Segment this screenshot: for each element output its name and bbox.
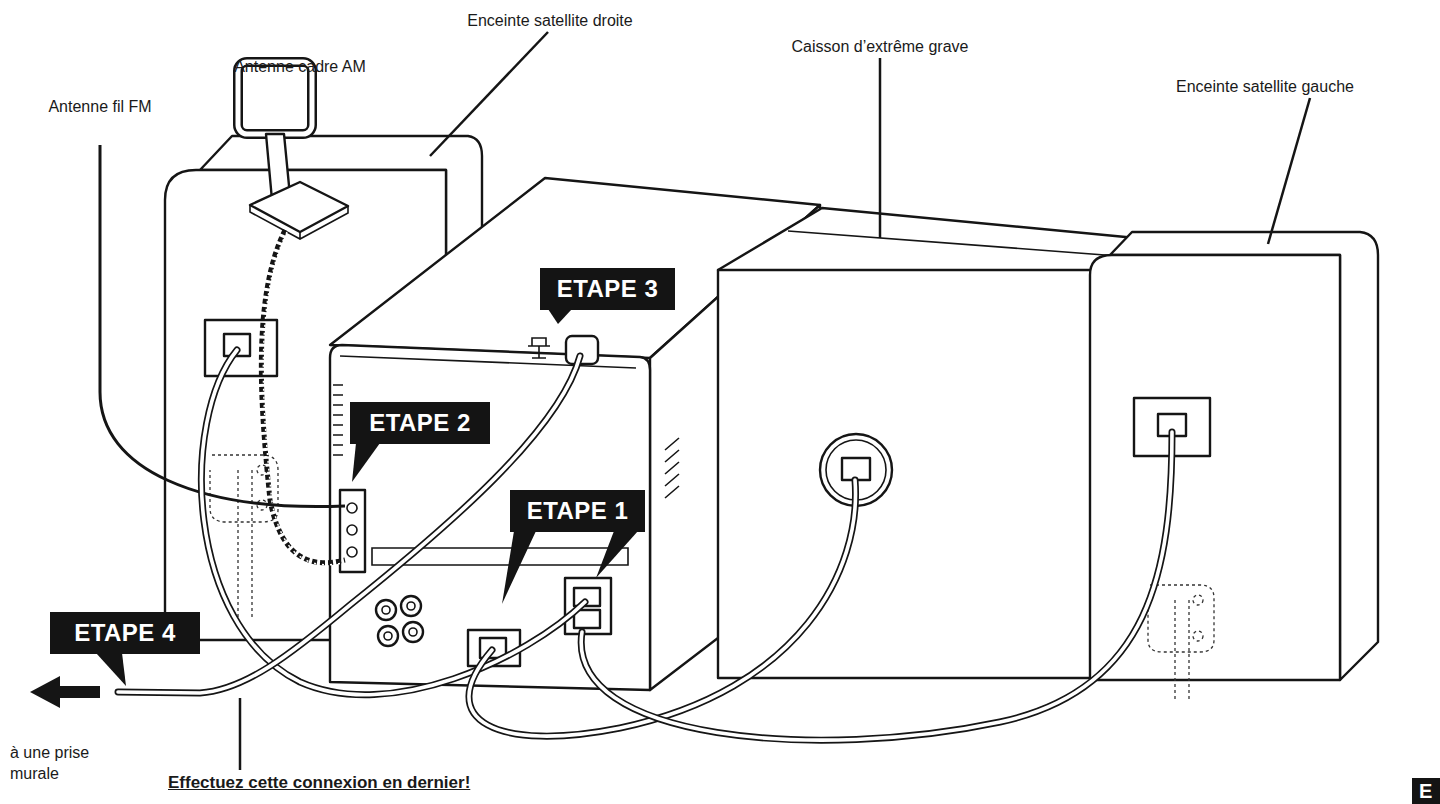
tag-pointer: [502, 531, 536, 604]
step-tag: ETAPE 3: [540, 268, 675, 310]
speaker-cable: [581, 432, 1172, 740]
step-tag: ETAPE 4: [50, 612, 200, 654]
callout-label: Enceinte satellite droite: [440, 10, 660, 31]
wall-outlet-arrow: [30, 676, 100, 708]
vent-slots: [665, 438, 679, 498]
subwoofer-back: [718, 270, 1108, 678]
stand-screw: [1193, 595, 1203, 605]
step-tag: E: [1412, 778, 1440, 804]
callout-label: Enceinte satellite gauche: [1150, 76, 1380, 97]
step-label: ETAPE 2: [369, 409, 471, 437]
loop-base-edge: [250, 205, 348, 239]
step-label: ETAPE 4: [74, 619, 176, 647]
am-twisted-wire: [261, 230, 345, 563]
am-loop-antenna: [238, 62, 348, 239]
step-label: E: [1419, 780, 1433, 803]
speaker-back: [1090, 255, 1340, 680]
leader-line: [430, 32, 548, 156]
step-label: ETAPE 3: [557, 275, 659, 303]
leader-line: [879, 58, 882, 238]
power-symbol: [528, 338, 550, 358]
speaker-terminal-plate: [205, 320, 277, 376]
rca-jacks: [376, 596, 423, 646]
vent-slots: [333, 385, 343, 455]
am-twisted-wire: [263, 232, 347, 565]
tag-pointer: [596, 531, 638, 578]
step-tag: ETAPE 1: [510, 490, 645, 532]
speaker-cable: [469, 480, 856, 736]
step-tag: ETAPE 2: [350, 402, 490, 444]
callout-label: à une prise murale: [10, 742, 110, 784]
terminal-screw: [347, 503, 357, 513]
tag-pointer: [96, 653, 126, 686]
subwoofer-seam: [788, 231, 1118, 256]
tag-pointer: [548, 309, 572, 324]
loop-base: [250, 182, 348, 232]
terminal-screw: [347, 525, 357, 535]
terminal-screw: [347, 547, 357, 557]
subwoofer-top: [718, 208, 1136, 272]
callout-label: Antenne fil FM: [25, 96, 175, 117]
speaker-cable: [469, 480, 856, 736]
stand-outline: [1148, 585, 1214, 700]
leader-line: [1268, 98, 1310, 244]
callout-label: Caisson d’extrême grave: [770, 36, 990, 57]
leader-line: [239, 698, 242, 770]
subwoofer: [718, 208, 1136, 678]
unit-back-panel: [330, 345, 650, 690]
speaker-cable: [581, 432, 1172, 740]
step-label: ETAPE 1: [527, 497, 629, 525]
callout-label: Antenne cadre AM: [220, 56, 380, 77]
fm-wire: [100, 145, 345, 507]
callout-label: Effectuez cette connexion en dernier!: [168, 772, 588, 793]
stand-screw: [1193, 631, 1203, 641]
satellite-jack: [565, 578, 611, 634]
tag-pointer: [352, 443, 380, 482]
